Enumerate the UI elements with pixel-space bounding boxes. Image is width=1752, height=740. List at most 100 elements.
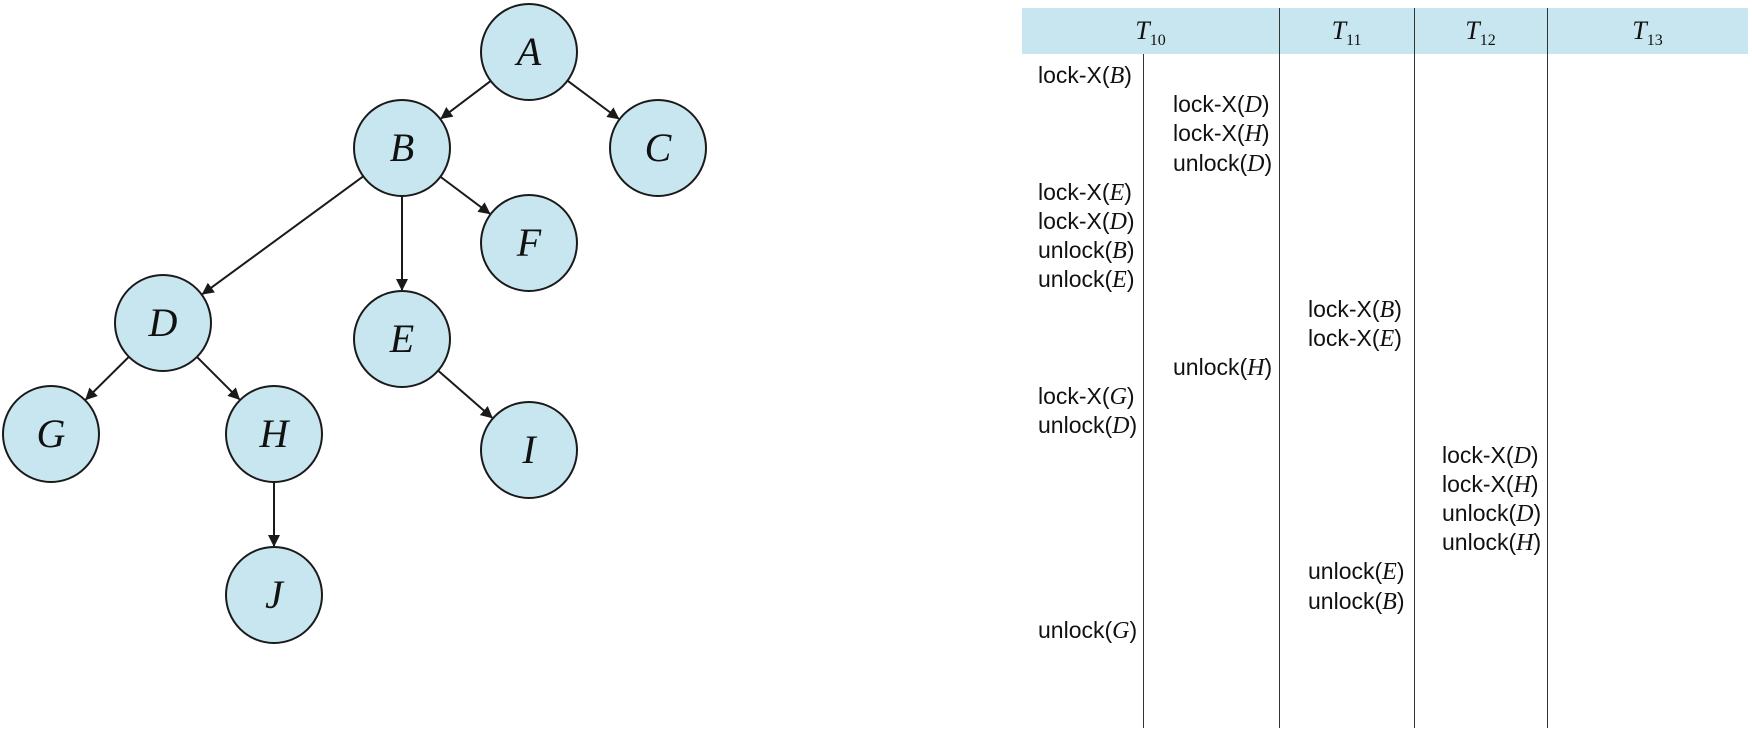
step-item: G [1112, 617, 1130, 644]
schedule-step: unlock(D) [1442, 498, 1541, 529]
step-item: D [1247, 150, 1265, 177]
schedule-step: lock-X(B) [1308, 294, 1402, 325]
step-item: D [1244, 92, 1262, 119]
node-label: I [521, 427, 537, 472]
step-close: ) [1533, 500, 1542, 526]
node-d: D [114, 274, 212, 372]
header-subscript: 13 [1646, 32, 1663, 50]
column-header-t13: T13 [1547, 8, 1748, 54]
node-circle [225, 385, 323, 483]
node-circle [480, 401, 578, 499]
step-item: E [1379, 325, 1395, 352]
step-operation: lock-X( [1173, 91, 1245, 118]
schedule-step: unlock(B) [1308, 586, 1405, 617]
column-header-t10: T10 [1022, 8, 1279, 54]
edge-a-c [566, 79, 620, 120]
header-subscript: 12 [1479, 32, 1496, 50]
step-close: ) [1129, 616, 1138, 643]
step-close: ) [1126, 266, 1135, 293]
schedule-step: lock-X(E) [1038, 177, 1132, 208]
node-h: H [225, 385, 323, 483]
edge-d-h [196, 356, 241, 401]
tree-nodes: A B C D E F G H I J [2, 3, 707, 644]
step-item: B [1109, 63, 1125, 89]
step-close: ) [1394, 295, 1402, 322]
node-i: I [480, 401, 578, 499]
step-close: ) [1264, 149, 1273, 176]
node-circle [114, 274, 212, 372]
column-divider [1414, 8, 1415, 728]
column-divider [1547, 8, 1548, 728]
schedule-step: unlock(B) [1038, 235, 1135, 266]
edge-e-i [437, 369, 493, 419]
step-operation: unlock( [1173, 354, 1248, 380]
step-close: ) [1396, 558, 1405, 585]
step-close: ) [1530, 441, 1539, 468]
node-label: H [259, 411, 291, 456]
step-item: B [1112, 238, 1127, 265]
step-close: ) [1394, 324, 1402, 351]
step-close: ) [1126, 208, 1135, 234]
step-operation: unlock( [1173, 149, 1248, 176]
node-f: F [480, 194, 578, 292]
schedule-step: lock-X(E) [1308, 323, 1402, 354]
column-header-t11: T11 [1279, 8, 1414, 54]
lock-tree-diagram: A B C D E F G H I J [2, 3, 707, 644]
step-operation: unlock( [1308, 558, 1383, 585]
step-close: ) [1261, 120, 1270, 147]
step-item: D [1112, 413, 1130, 440]
step-operation: lock-X( [1442, 470, 1514, 497]
step-close: ) [1396, 587, 1405, 614]
schedule-step: lock-X(D) [1442, 440, 1539, 471]
step-operation: lock-X( [1038, 62, 1110, 88]
node-label: F [516, 220, 542, 265]
step-item: G [1109, 384, 1127, 411]
step-close: ) [1126, 237, 1135, 264]
step-operation: unlock( [1442, 500, 1517, 526]
schedule-step: unlock(H) [1173, 352, 1272, 383]
node-label: G [37, 411, 66, 456]
node-circle [353, 99, 451, 197]
node-label: D [148, 300, 178, 345]
step-close: ) [1124, 178, 1132, 205]
step-item: B [1382, 588, 1397, 615]
node-label: E [389, 316, 414, 361]
step-close: ) [1124, 62, 1132, 88]
step-operation: lock-X( [1308, 295, 1380, 322]
node-g: G [2, 385, 100, 483]
step-operation: lock-X( [1442, 441, 1514, 468]
step-item: H [1513, 471, 1531, 498]
step-close: ) [1261, 91, 1270, 118]
step-close: ) [1264, 354, 1273, 380]
node-circle [480, 3, 578, 101]
schedule-step: lock-X(H) [1173, 118, 1270, 149]
schedule-step: lock-X(G) [1038, 381, 1135, 412]
node-label: A [514, 29, 542, 74]
node-circle [225, 546, 323, 644]
tree-edges [85, 79, 620, 547]
step-item: B [1379, 296, 1395, 323]
header-base: T [1135, 16, 1150, 45]
step-item: D [1516, 501, 1534, 527]
step-close: ) [1533, 529, 1542, 556]
step-operation: unlock( [1442, 529, 1517, 556]
edge-b-f [439, 175, 491, 215]
node-label: J [265, 572, 285, 617]
node-e: E [353, 290, 451, 388]
schedule-step: unlock(D) [1173, 148, 1272, 179]
step-operation: lock-X( [1038, 383, 1110, 410]
node-label: B [390, 125, 414, 170]
column-header-t12: T12 [1414, 8, 1547, 54]
edge-a-b [440, 80, 492, 120]
step-close: ) [1530, 470, 1539, 497]
step-operation: unlock( [1038, 237, 1113, 264]
column-divider [1279, 8, 1280, 728]
step-item: D [1109, 209, 1127, 235]
node-circle [480, 194, 578, 292]
step-item: D [1513, 442, 1531, 469]
step-operation: unlock( [1038, 616, 1113, 643]
node-label: C [645, 125, 673, 170]
step-item: E [1112, 267, 1127, 294]
schedule-step: unlock(E) [1308, 556, 1405, 587]
schedule-step: unlock(H) [1442, 527, 1541, 558]
